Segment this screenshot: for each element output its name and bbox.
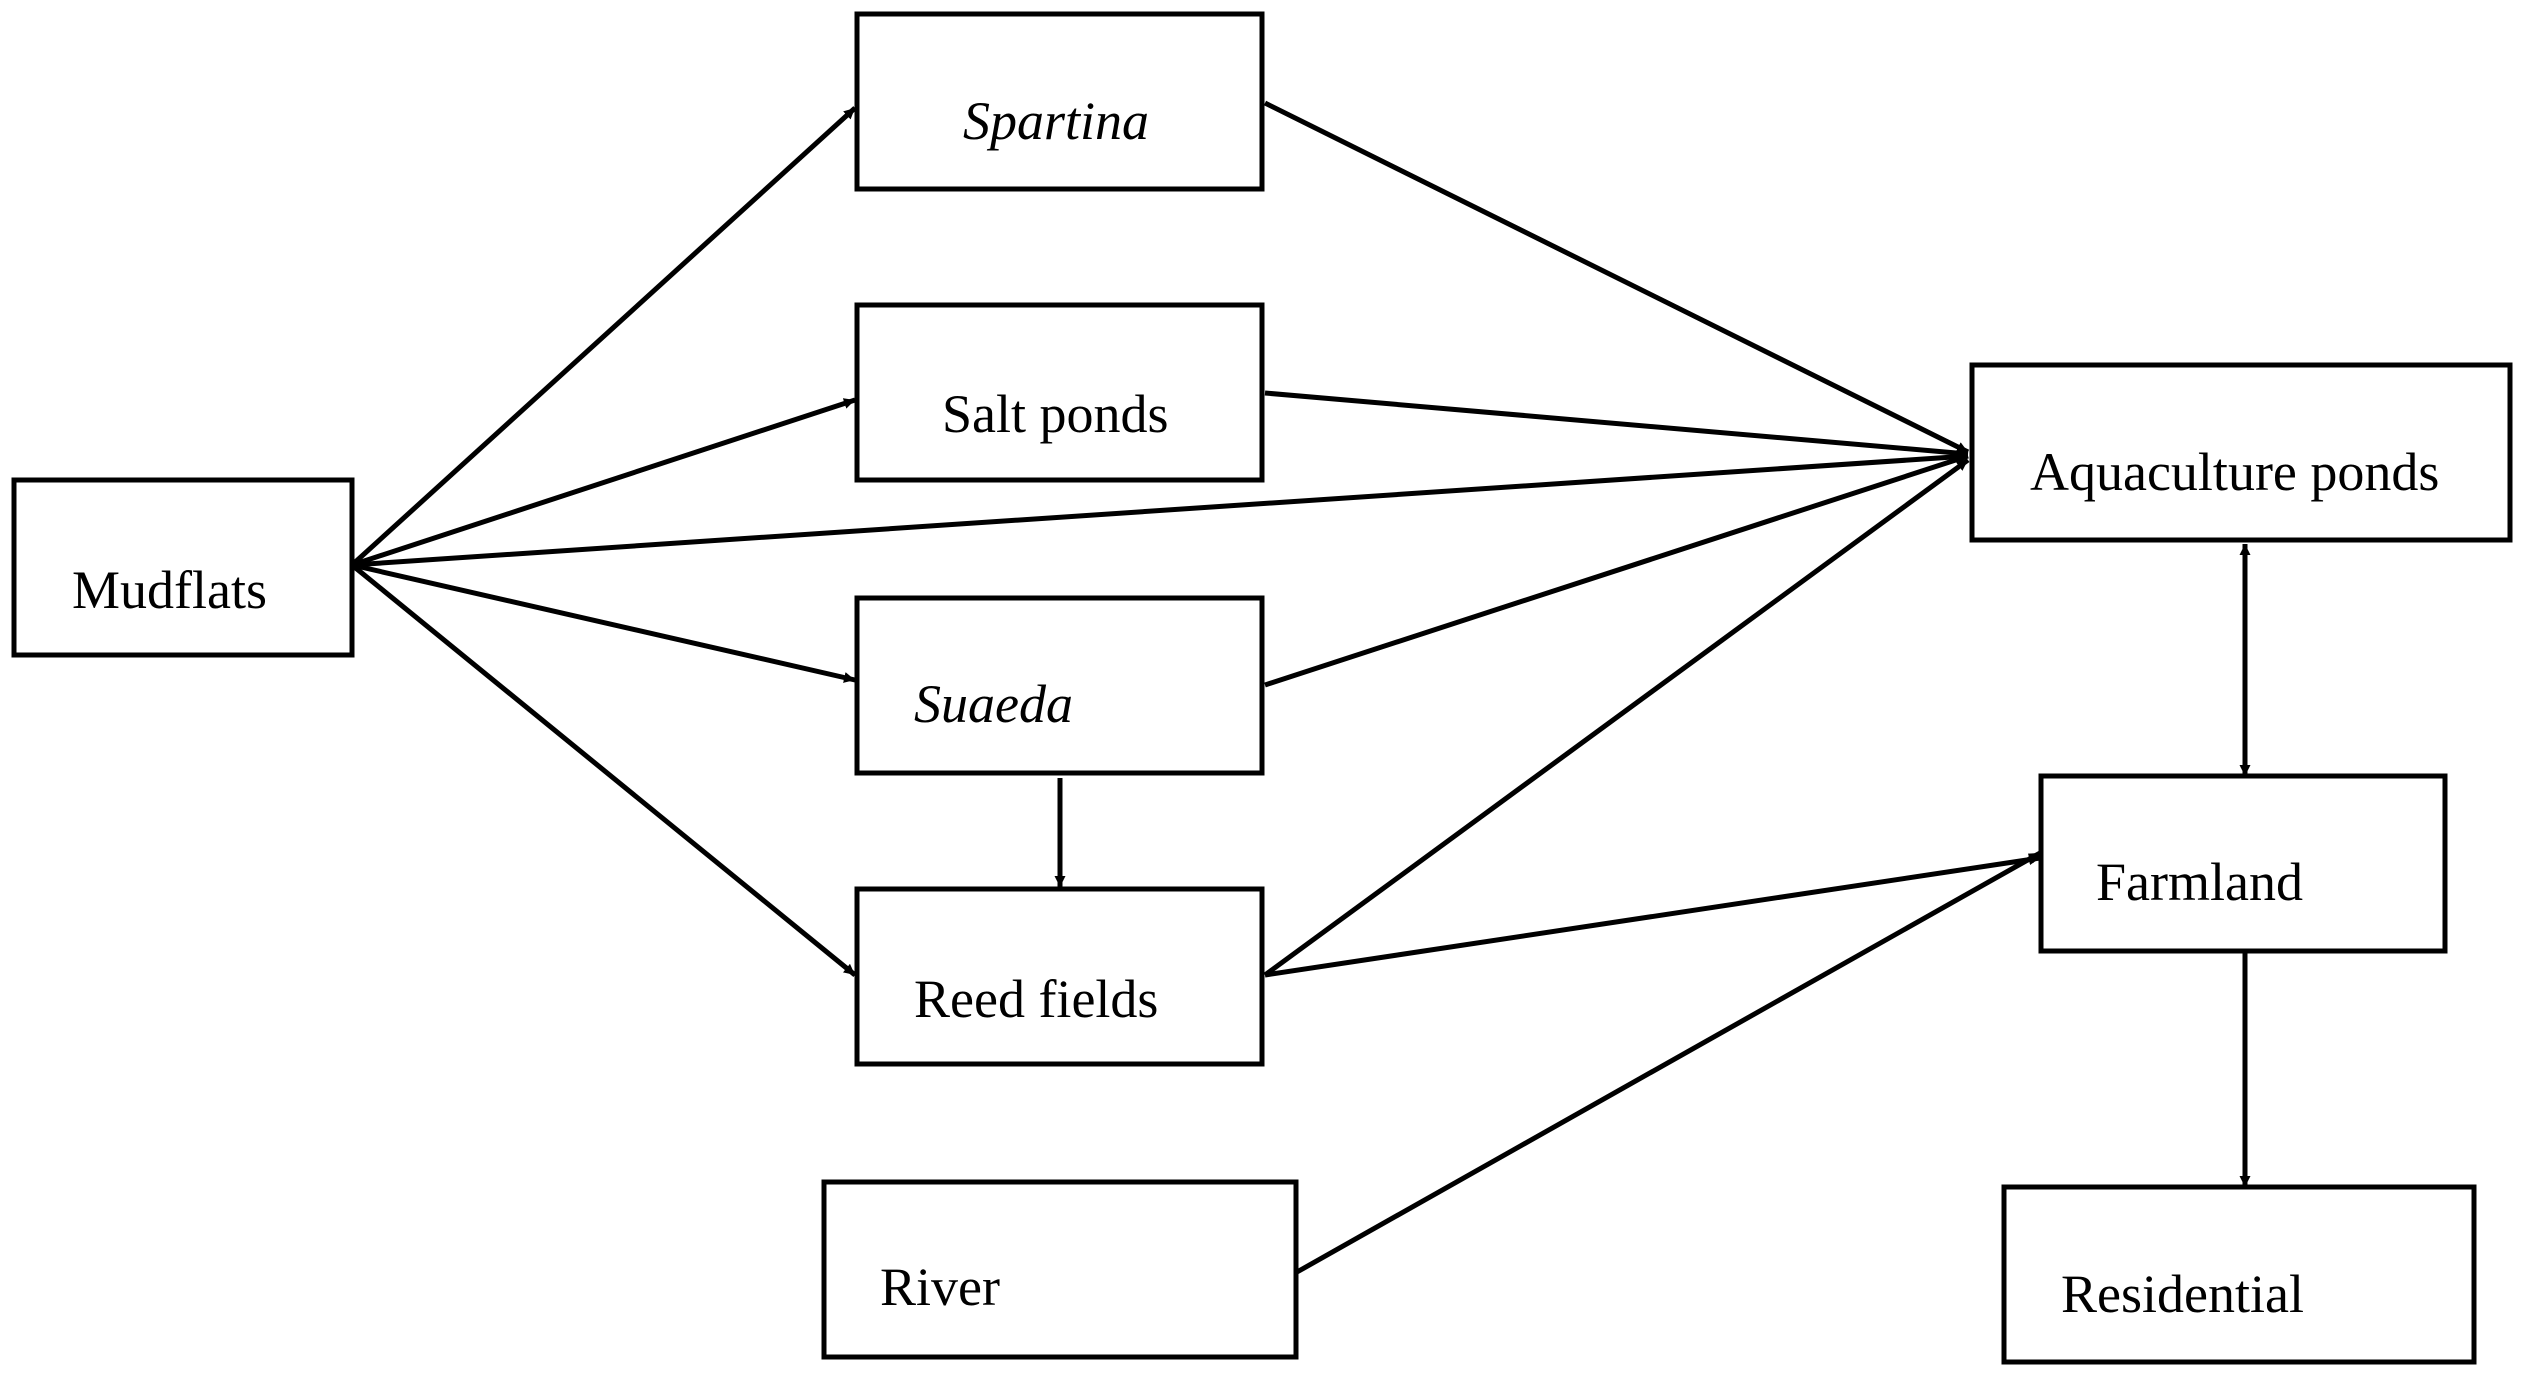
node-box: [2001, 1184, 2477, 1365]
edge-river-farmland: [1295, 850, 2042, 1275]
node-label: Residential: [2061, 1264, 2304, 1324]
node-aquaculture-ponds: Aquaculture ponds: [1969, 362, 2513, 543]
node-box: [854, 595, 1265, 776]
edges: [350, 100, 2251, 1275]
node-box: [2038, 773, 2448, 954]
edge-salt-ponds-aquaculture-ponds: [1264, 390, 1969, 459]
node-label: Suaeda: [914, 674, 1073, 734]
node-box: [854, 886, 1265, 1067]
node-river: River: [821, 1179, 1299, 1360]
edge-mudflats-spartina: [350, 106, 857, 567]
node-label: Aquaculture ponds: [2030, 442, 2439, 502]
edge-reed-fields-aquaculture-ponds: [1263, 457, 1970, 978]
edge-suaeda-aquaculture-ponds: [1264, 453, 1969, 688]
node-label: Spartina: [963, 91, 1149, 151]
node-box: [11, 477, 355, 658]
node-reed-fields: Reed fields: [854, 886, 1265, 1067]
node-box: [854, 302, 1265, 483]
edge-mudflats-salt-ponds: [351, 397, 856, 568]
edge-mudflats-suaeda: [351, 562, 856, 683]
node-label: River: [880, 1257, 1000, 1317]
edge-reed-fields-farmland: [1264, 854, 2041, 978]
node-box: [1969, 362, 2513, 543]
node-salt-ponds: Salt ponds: [854, 302, 1265, 483]
node-mudflats: Mudflats: [11, 477, 355, 658]
node-label: Reed fields: [914, 969, 1158, 1029]
node-label: Farmland: [2096, 852, 2303, 912]
edge-mudflats-aquaculture-ponds: [351, 451, 1969, 568]
node-residential: Residential: [2001, 1184, 2477, 1365]
node-label: Mudflats: [72, 560, 267, 620]
node-box: [854, 11, 1265, 192]
edge-spartina-aquaculture-ponds: [1263, 100, 1970, 455]
node-farmland: Farmland: [2038, 773, 2448, 954]
node-label: Salt ponds: [942, 384, 1169, 444]
node-suaeda: Suaeda: [854, 595, 1265, 776]
node-box: [821, 1179, 1299, 1360]
edge-mudflats-reed-fields: [350, 563, 857, 977]
node-spartina: Spartina: [854, 11, 1265, 192]
